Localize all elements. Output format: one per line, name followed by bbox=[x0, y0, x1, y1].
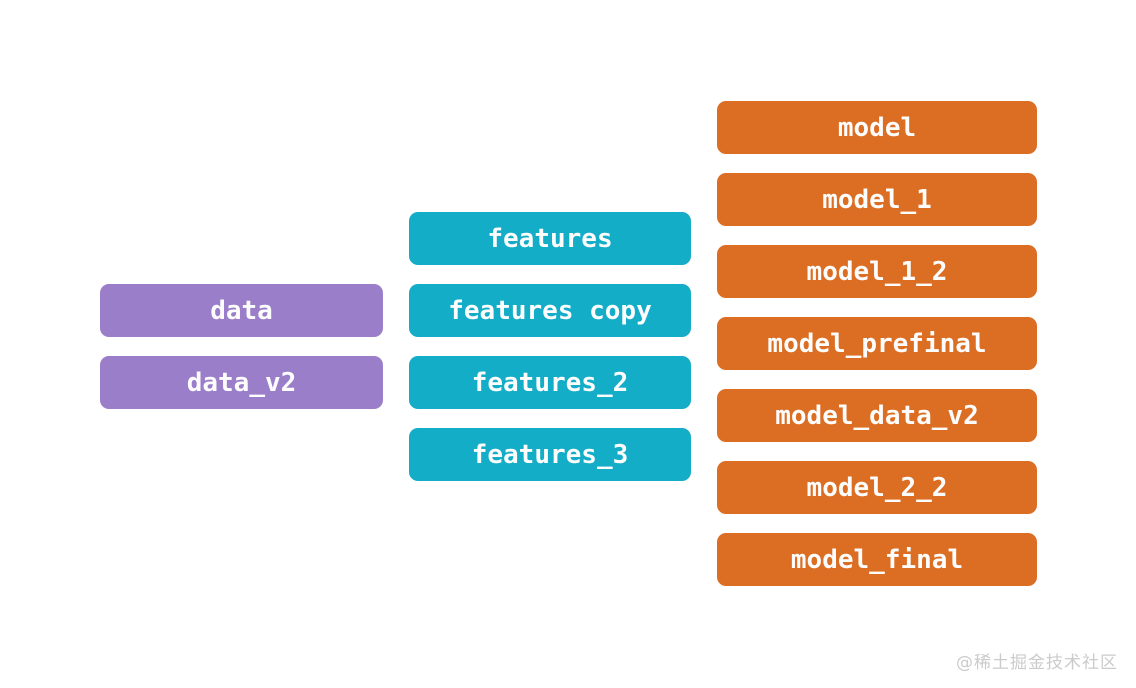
watermark-text: @稀土掘金技术社区 bbox=[956, 653, 1118, 673]
node-data-v2: data_v2 bbox=[100, 356, 383, 409]
node-features-3: features_3 bbox=[409, 428, 691, 481]
node-data: data bbox=[100, 284, 383, 337]
node-model-1: model_1 bbox=[717, 173, 1037, 226]
model-files-column: model model_1 model_1_2 model_prefinal m… bbox=[717, 101, 1037, 586]
node-features-copy: features copy bbox=[409, 284, 691, 337]
node-model-prefinal: model_prefinal bbox=[717, 317, 1037, 370]
node-model-final: model_final bbox=[717, 533, 1037, 586]
node-model-data-v2: model_data_v2 bbox=[717, 389, 1037, 442]
features-files-column: features features copy features_2 featur… bbox=[409, 212, 691, 481]
node-model: model bbox=[717, 101, 1037, 154]
node-features: features bbox=[409, 212, 691, 265]
data-files-column: data data_v2 bbox=[100, 284, 383, 409]
node-model-2-2: model_2_2 bbox=[717, 461, 1037, 514]
node-model-1-2: model_1_2 bbox=[717, 245, 1037, 298]
node-features-2: features_2 bbox=[409, 356, 691, 409]
